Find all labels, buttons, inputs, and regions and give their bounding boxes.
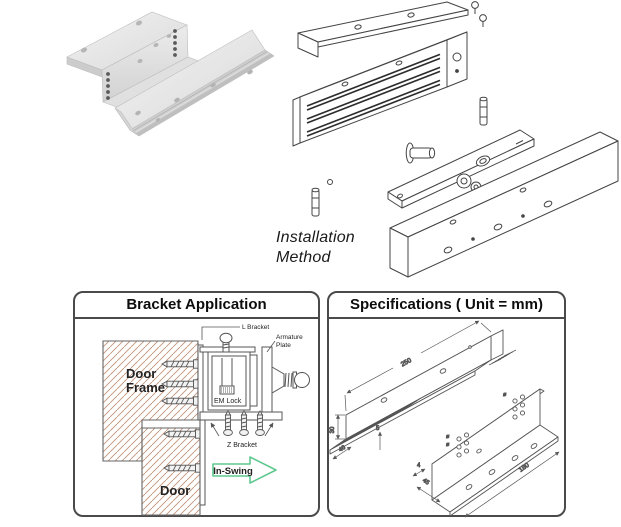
installation-method-line2: Method — [276, 249, 331, 266]
dim-l-depth: 45 — [421, 478, 430, 487]
l-bracket-top-screw — [219, 332, 233, 353]
serrated-end — [488, 349, 517, 366]
door-section — [141, 427, 201, 516]
bracket-product-photo — [66, 11, 275, 137]
door-screw — [163, 463, 201, 473]
dim-z-depth: 46 — [338, 444, 347, 453]
photo-screw-sets — [106, 29, 177, 100]
z-dimensions — [332, 320, 492, 477]
exploded-armature-plate — [387, 129, 535, 209]
wire-loop — [327, 179, 333, 185]
exploded-em-lock-body — [292, 31, 468, 185]
dia-mark: ø — [446, 442, 450, 448]
em-lock-label: EM Lock — [214, 398, 242, 405]
dia-mark: ø — [503, 392, 507, 398]
in-swing-arrow — [212, 456, 277, 484]
z-bracket-screw — [239, 410, 249, 436]
l-bracket-label: L Bracket — [242, 324, 269, 331]
door-frame-label-line1: Door — [126, 366, 156, 381]
bracket-panel-title: Bracket Application — [75, 293, 318, 319]
frame-screw — [161, 396, 199, 406]
l-dimensions — [416, 451, 560, 518]
dim-hole: 4 — [417, 463, 421, 469]
door-frame-label-line2: Frame — [126, 380, 165, 395]
armature-label-line1: Armature — [276, 334, 303, 341]
frame-screw — [161, 379, 199, 389]
screw-cluster — [456, 432, 470, 458]
screw-cluster — [512, 394, 526, 420]
exploded-top-screws — [471, 1, 487, 27]
dim-z-length: 250 — [400, 357, 413, 369]
exploded-installation-diagram — [292, 1, 619, 278]
armature-leader — [266, 340, 276, 353]
z-bracket-leader — [264, 422, 274, 437]
dia-mark: ø — [446, 434, 450, 440]
armature-bolt — [271, 366, 310, 394]
installation-method-label: Installation Method — [276, 228, 355, 268]
spec-z-bracket: 250 30 46 5 4 — [329, 320, 517, 477]
dim-z-height: 30 — [330, 426, 336, 433]
exploded-l-bracket-plate — [297, 1, 469, 58]
em-lock-body — [207, 351, 251, 411]
spec-panel-title: Specifications ( Unit = mm) — [329, 293, 564, 319]
l-bracket-leg — [197, 344, 204, 421]
door-frame-section — [102, 340, 199, 462]
z-bracket-screw — [223, 410, 233, 436]
armature-label-line2: Plate — [276, 342, 291, 349]
frame-screw — [161, 359, 199, 369]
in-swing-label: In-Swing — [213, 466, 253, 477]
door-label: Door — [160, 483, 190, 498]
bracket-application-diagram: Door Frame Door L Bracket Armature Plate… — [102, 324, 310, 516]
spec-l-bracket: 180 45 ø ø ø — [416, 388, 560, 518]
dim-thickness: 5 — [376, 426, 380, 432]
exploded-mounting-bolt — [405, 142, 436, 164]
bracket-application-panel: Bracket Application — [73, 291, 320, 517]
specifications-drawing: 250 30 46 5 4 — [329, 320, 560, 518]
exploded-guide-pins — [311, 96, 488, 217]
exploded-z-bracket — [389, 131, 619, 278]
z-bracket-plate — [199, 411, 283, 421]
installation-method-line1: Installation — [276, 229, 355, 246]
z-bracket-leg — [199, 419, 206, 506]
armature-plate-shape — [261, 346, 273, 413]
photo-l-bracket — [114, 29, 275, 137]
armature-holder-plate — [249, 354, 258, 407]
specifications-panel: Specifications ( Unit = mm) — [327, 291, 566, 518]
z-bracket-screw — [255, 410, 265, 436]
mounting-screws — [161, 359, 265, 473]
z-bracket-leader — [210, 422, 220, 437]
door-screw — [163, 429, 201, 439]
z-bracket-label: Z Bracket — [227, 442, 257, 449]
l-bracket-leader — [201, 326, 240, 340]
